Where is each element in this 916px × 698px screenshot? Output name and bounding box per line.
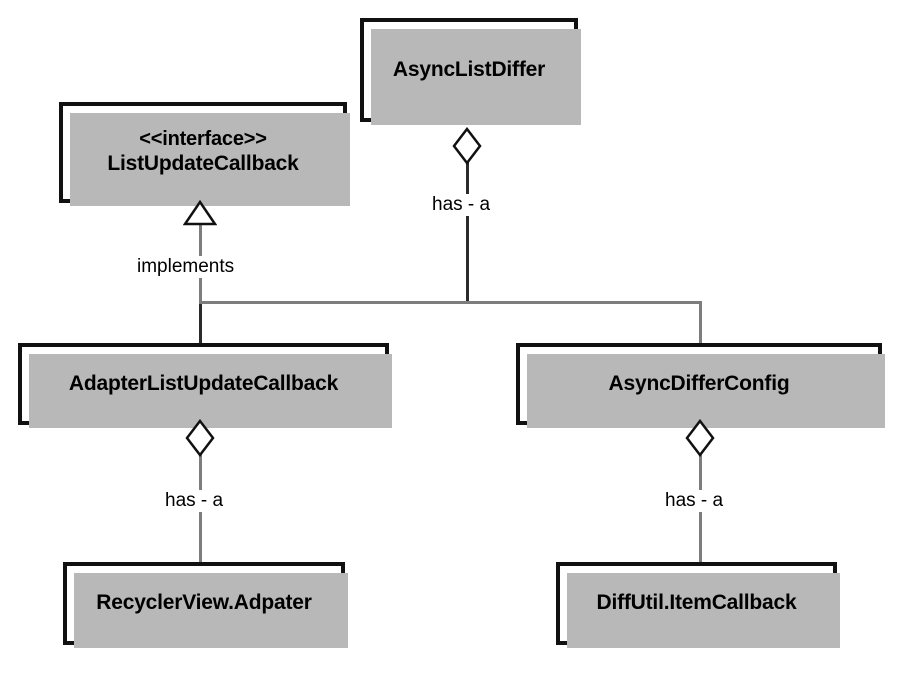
edge-label-has-a-asyncdifferconfig: has - a <box>661 490 728 512</box>
class-name-diffutil-itemcallback: DiffUtil.ItemCallback <box>596 591 797 615</box>
edge-label-has-a-asynclistdiffer: has - a <box>428 194 495 216</box>
connector-bus-to-asyncdifferconfig <box>699 301 702 345</box>
aggregation-diamond-icon-asynclistdiffer <box>452 127 482 165</box>
class-box-adapterlistupdatecallback[interactable]: AdapterListUpdateCallback <box>18 343 392 428</box>
class-box-asynclistdiffer[interactable]: AsyncListDiffer <box>360 18 581 125</box>
aggregation-diamond-icon-asyncdifferconfig <box>685 419 715 457</box>
class-stereotype-listupdatecallback: <<interface>> <box>139 128 267 151</box>
class-box-listupdatecallback[interactable]: <<interface>> ListUpdateCallback <box>59 102 350 206</box>
aggregation-diamond-icon-adapterlistupdatecallback <box>185 419 215 457</box>
class-name-asyncdifferconfig: AsyncDifferConfig <box>608 371 790 395</box>
generalization-triangle-icon <box>183 200 217 226</box>
connector-bus-to-adapterlistupdatecallback <box>199 301 202 345</box>
class-box-recyclerview-adapter[interactable]: RecyclerView.Adpater <box>63 562 348 648</box>
connector-asynclistdiffer-to-bus <box>466 138 469 304</box>
edge-label-has-a-adapterlistupdatecallback: has - a <box>161 490 228 512</box>
class-name-listupdatecallback: ListUpdateCallback <box>107 151 299 175</box>
class-box-diffutil-itemcallback[interactable]: DiffUtil.ItemCallback <box>556 562 840 648</box>
class-name-recyclerview-adapter: RecyclerView.Adpater <box>96 591 312 615</box>
class-box-asyncdifferconfig[interactable]: AsyncDifferConfig <box>516 343 885 428</box>
class-name-adapterlistupdatecallback: AdapterListUpdateCallback <box>68 371 339 395</box>
edge-label-implements: implements <box>133 256 239 278</box>
class-name-asynclistdiffer: AsyncListDiffer <box>392 57 546 81</box>
connector-junction-bus <box>200 301 701 304</box>
